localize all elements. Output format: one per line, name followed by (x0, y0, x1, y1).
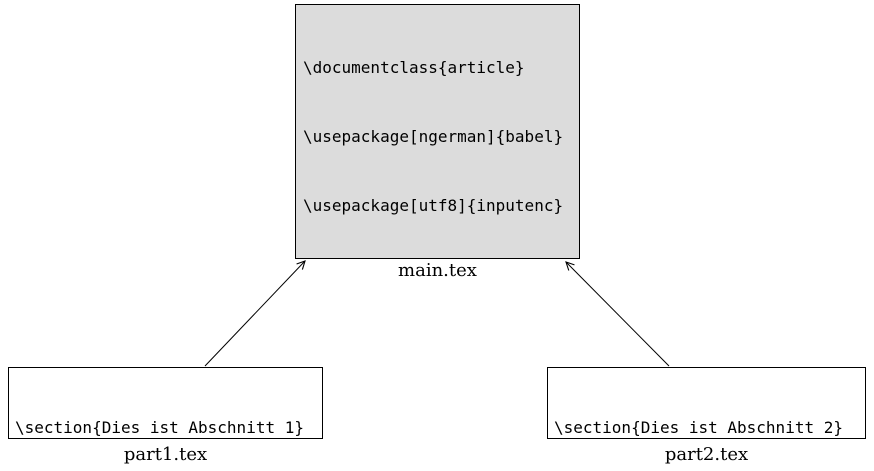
part2-tex-box: \section{Dies ist Abschnitt 2} Hier ein … (547, 367, 866, 439)
code-line: \section{Dies ist Abschnitt 1} (15, 418, 304, 437)
part1-tex-box: \section{Dies ist Abschnitt 1} Hier ein … (8, 367, 323, 439)
arrow-part1-to-main (204, 260, 306, 367)
part1-tex-caption: part1.tex (123, 444, 208, 465)
part2-tex-caption: part2.tex (664, 444, 749, 465)
code-line: \documentclass{article} (303, 58, 525, 77)
main-tex-caption: main.tex (398, 260, 477, 281)
code-line: \section{Dies ist Abschnitt 2} (554, 418, 843, 437)
arrow-part2-to-main (565, 261, 670, 367)
code-line: \usepackage[utf8]{inputenc} (303, 196, 564, 215)
main-tex-box: \documentclass{article} \usepackage[nger… (295, 4, 580, 259)
code-line: \usepackage[ngerman]{babel} (303, 127, 564, 146)
